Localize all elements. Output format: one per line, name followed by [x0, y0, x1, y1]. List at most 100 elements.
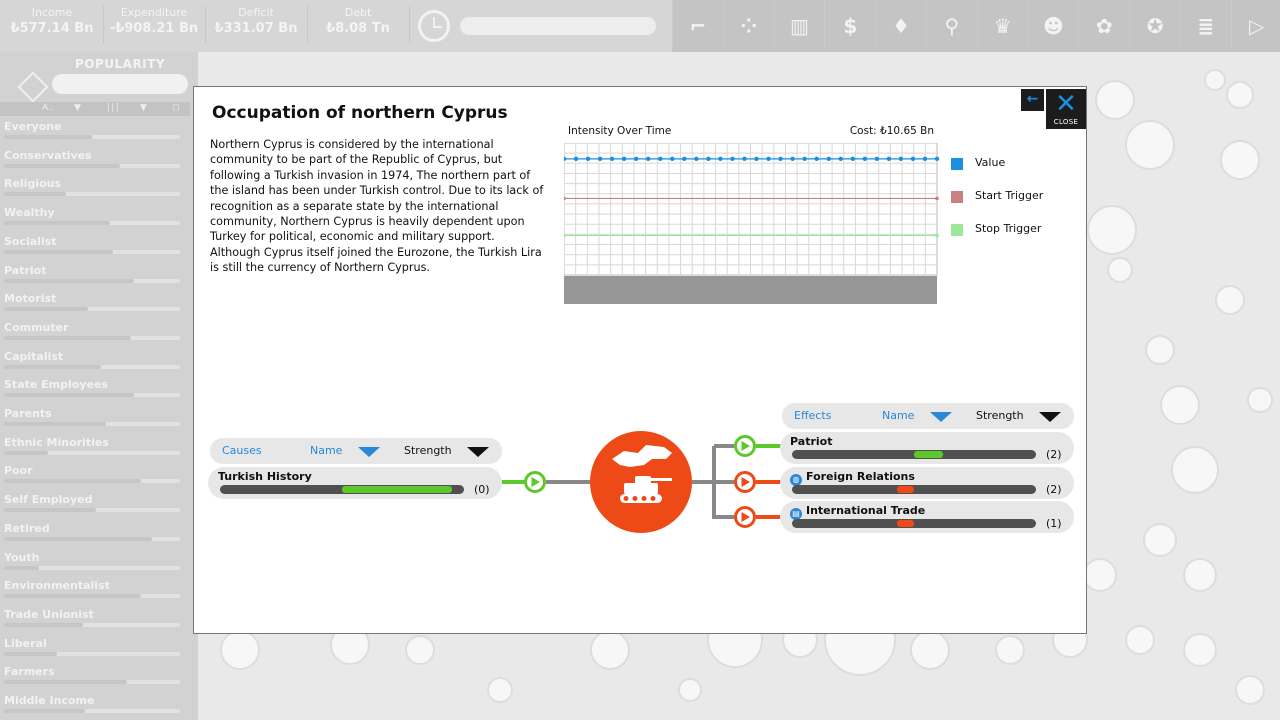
dialog-description: Northern Cyprus is considered by the int… [210, 138, 544, 275]
sort-by-name-button[interactable]: Name [310, 444, 343, 457]
arrow-left-icon: ← [1026, 91, 1039, 107]
group-icon[interactable]: ☻ [1027, 0, 1079, 52]
sort-down-icon[interactable] [467, 447, 489, 457]
sort-by-strength-button[interactable]: Strength [404, 444, 452, 457]
sort-down-icon[interactable] [358, 447, 380, 457]
bar-chart-icon[interactable]: ▥ [773, 0, 825, 52]
debt-label: Debt [344, 6, 372, 19]
sort-alpha-button[interactable]: A.. [42, 103, 54, 113]
voter-group-bar [4, 536, 180, 541]
voter-group-name: Wealthy [4, 206, 55, 220]
voter-group-bar [4, 680, 180, 685]
cause-strength-value: (0) [474, 483, 490, 496]
diamond-icon[interactable] [17, 71, 49, 103]
gun-icon[interactable]: ⌐ [672, 0, 723, 52]
voter-group-bar-fill [4, 192, 66, 197]
sort-box-button[interactable]: ◻ [172, 103, 180, 113]
background-bubble-icon [678, 678, 702, 702]
effect-strength-value: (1) [1046, 517, 1062, 530]
voter-group-item[interactable]: Self Employed [4, 493, 186, 521]
background-bubble-icon [1220, 140, 1260, 180]
gear-icon[interactable]: ✿ [1078, 0, 1130, 52]
popularity-title: POPULARITY [74, 57, 166, 71]
series-point [754, 156, 759, 162]
trophy-icon[interactable]: ♛ [976, 0, 1028, 52]
voter-group-item[interactable]: Environmentalist [4, 579, 186, 607]
expenditure-stat[interactable]: Expenditure -₺908.21 Bn [104, 6, 204, 36]
effects-label: Effects [794, 409, 832, 422]
voter-group-item[interactable]: Commuter [4, 321, 186, 349]
people-dots-icon[interactable]: ⁘ [722, 0, 774, 52]
debt-stat[interactable]: Debt ₺8.08 Tn [308, 6, 408, 36]
voter-group-item[interactable]: Conservatives [4, 149, 186, 177]
sort-down-icon[interactable] [1039, 412, 1061, 422]
sort-down-icon[interactable] [930, 412, 952, 422]
voter-group-item[interactable]: Youth [4, 551, 186, 579]
sort-chevron-icon[interactable]: ▼ [74, 103, 81, 113]
effect-row[interactable]: Patriot (2) [780, 432, 1074, 464]
voter-group-name: Poor [4, 464, 33, 478]
voter-group-item[interactable]: Everyone [4, 120, 186, 148]
document-icon[interactable]: ≣ [1179, 0, 1231, 52]
voter-group-item[interactable]: Capitalist [4, 350, 186, 378]
voter-group-item[interactable]: Ethnic Minorities [4, 436, 186, 464]
background-bubble-icon [1247, 387, 1273, 413]
voter-group-item[interactable]: Motorist [4, 292, 186, 320]
series-point [633, 156, 639, 162]
voter-group-item[interactable]: Patriot [4, 264, 186, 292]
search-icon[interactable]: ⚲ [925, 0, 977, 52]
sort-bars-button[interactable]: ∣∣∣ [106, 103, 120, 113]
intensity-chart [564, 143, 940, 304]
effect-row[interactable]: ◍Foreign Relations (2) [780, 467, 1074, 499]
play-icon[interactable]: ▷ [1230, 0, 1280, 52]
voter-group-item[interactable]: Retired [4, 522, 186, 550]
effect-row[interactable]: ▤International Trade (1) [780, 501, 1074, 533]
dollar-icon[interactable]: $ [824, 0, 876, 52]
series-point [730, 156, 735, 162]
sort-by-name-button[interactable]: Name [882, 409, 915, 422]
voter-group-item[interactable]: Farmers [4, 665, 186, 693]
sort-by-strength-button[interactable]: Strength [976, 409, 1024, 422]
back-button[interactable]: ← [1021, 89, 1044, 111]
divider [307, 6, 308, 44]
voter-group-item[interactable]: Poor [4, 464, 186, 492]
sort-chevron-icon[interactable]: ▼ [140, 103, 147, 113]
voter-group-item[interactable]: Socialist [4, 235, 186, 263]
deficit-stat[interactable]: Deficit ₺331.07 Bn [206, 6, 306, 36]
sort-row: A.. ▼ ∣∣∣ ▼ ◻ [0, 102, 190, 116]
voter-group-item[interactable]: Trade Unionist [4, 608, 186, 636]
clock-icon[interactable] [418, 10, 450, 42]
voter-group-item[interactable]: Parents [4, 407, 186, 435]
cause-name: Turkish History [218, 470, 312, 483]
voter-group-bar-fill [4, 622, 84, 627]
series-point [609, 156, 615, 162]
voter-group-item[interactable]: Middle Income [4, 694, 186, 720]
voter-group-name: Capitalist [4, 349, 64, 363]
series-point [694, 156, 699, 162]
cause-row[interactable]: Turkish History (0) [208, 467, 502, 499]
effects-header: Effects Name Strength [782, 403, 1074, 429]
voter-group-item[interactable]: Religious [4, 177, 186, 205]
series-point [646, 156, 651, 162]
voter-group-item[interactable]: Liberal [4, 637, 186, 665]
series-point [564, 156, 567, 162]
voter-group-name: Farmers [4, 665, 55, 679]
voter-group-bar [4, 450, 180, 455]
voter-group-item[interactable]: State Employees [4, 378, 186, 406]
close-button[interactable]: ✕ CLOSE [1046, 89, 1086, 129]
medal-icon[interactable]: ✪ [1129, 0, 1180, 52]
divider [409, 6, 410, 44]
voter-group-bar [4, 249, 180, 254]
chart-title: Intensity Over Time [568, 125, 672, 137]
debt-value: ₺8.08 Tn [326, 21, 390, 36]
voter-group-bar-fill [4, 680, 128, 685]
voter-group-bar-fill [4, 709, 85, 713]
play-arrow-icon [734, 471, 756, 493]
effect-name: Patriot [790, 435, 833, 448]
voter-group-item[interactable]: Wealthy [4, 206, 186, 234]
voter-group-name: Conservatives [4, 148, 92, 162]
income-stat[interactable]: Income ₺577.14 Bn [2, 6, 102, 36]
lightbulb-icon[interactable]: ♦ [875, 0, 926, 52]
series-point [706, 156, 711, 162]
